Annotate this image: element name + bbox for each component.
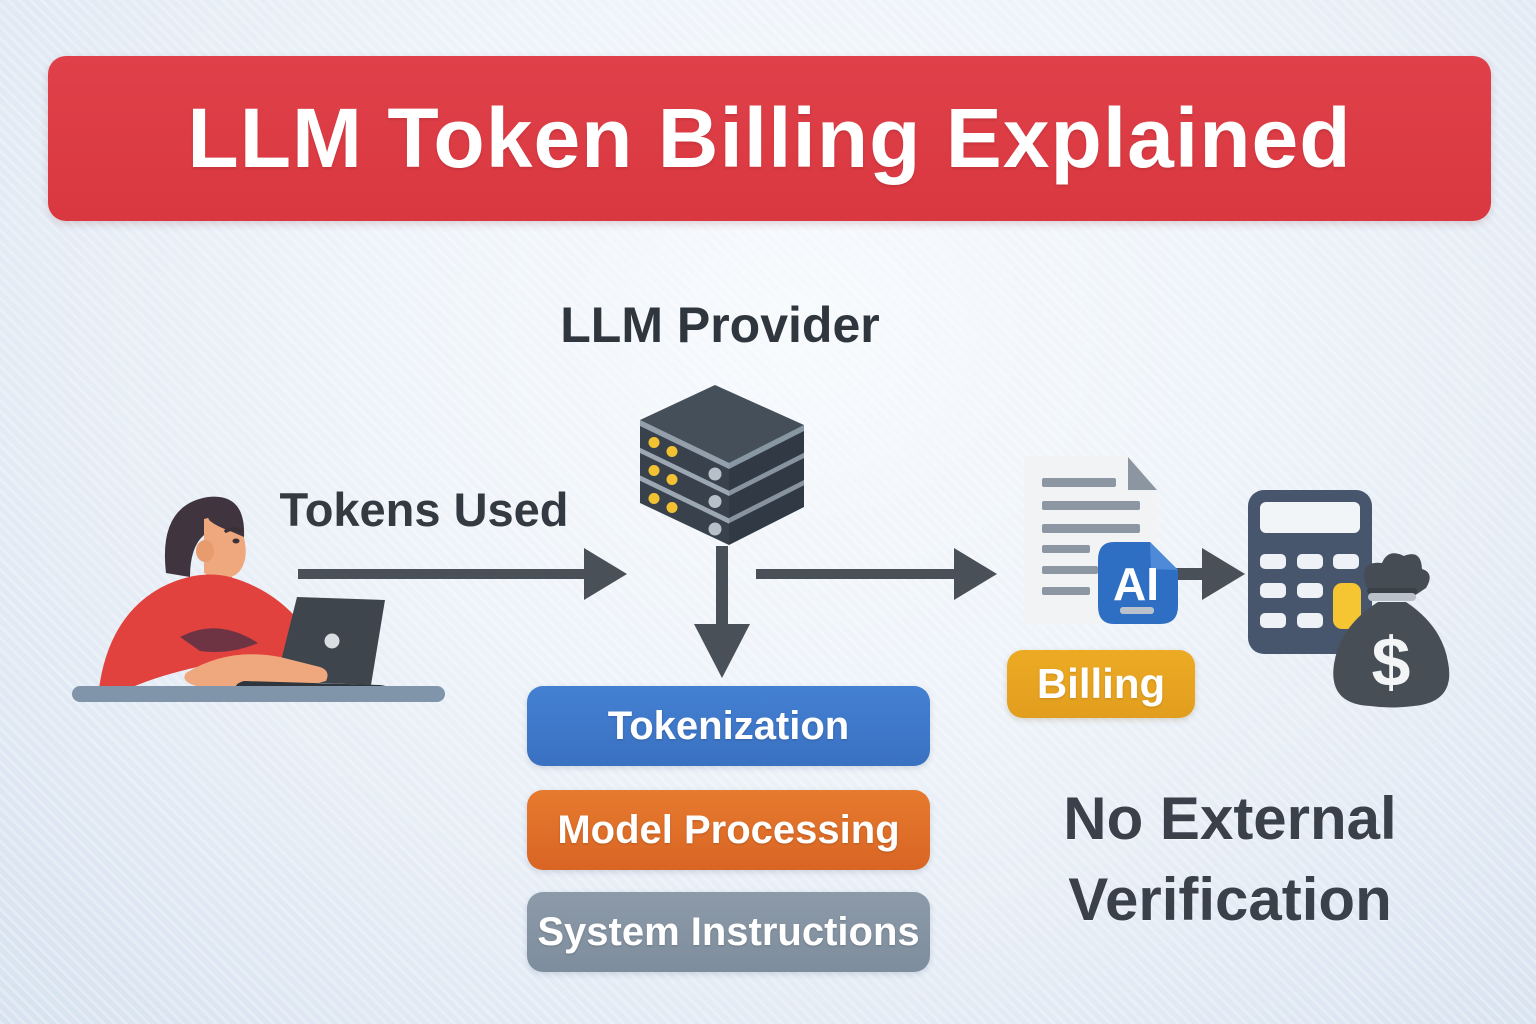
calculator-icon <box>1248 490 1372 654</box>
ai-badge-icon: AI <box>1098 542 1178 624</box>
arrow-right-billing-icon <box>756 548 997 600</box>
step-label: System Instructions <box>537 909 920 954</box>
process-steps: Tokenization Model Processing System Ins… <box>527 686 930 972</box>
tokens-used-label: Tokens Used <box>279 483 569 536</box>
step-tokenization: Tokenization <box>527 686 930 766</box>
page-title: LLM Token Billing Explained <box>187 91 1352 185</box>
no-external-verification-note: No External Verification <box>1018 778 1442 940</box>
note-line-1: No External <box>1063 785 1397 852</box>
billing-chip: Billing <box>1007 650 1195 718</box>
desk <box>72 686 445 702</box>
step-label: Model Processing <box>557 807 900 852</box>
person-at-laptop-illustration <box>72 496 445 702</box>
ai-badge-label: AI <box>1113 558 1159 610</box>
arrow-right-tokens-icon <box>298 548 627 600</box>
llm-provider-label: LLM Provider <box>560 297 880 353</box>
arrow-down-icon <box>694 546 750 678</box>
dollar-sign: $ <box>1372 623 1411 701</box>
server-stack-icon <box>640 385 804 545</box>
title-banner: LLM Token Billing Explained <box>48 56 1491 221</box>
calculator-accent-key <box>1333 583 1361 629</box>
note-line-2: Verification <box>1068 866 1392 933</box>
money-bag-icon: $ <box>1333 553 1450 708</box>
step-system-instructions: System Instructions <box>527 892 930 972</box>
forearm <box>184 654 328 689</box>
step-label: Tokenization <box>607 703 850 748</box>
step-model-processing: Model Processing <box>527 790 930 870</box>
billing-label: Billing <box>1036 660 1166 707</box>
